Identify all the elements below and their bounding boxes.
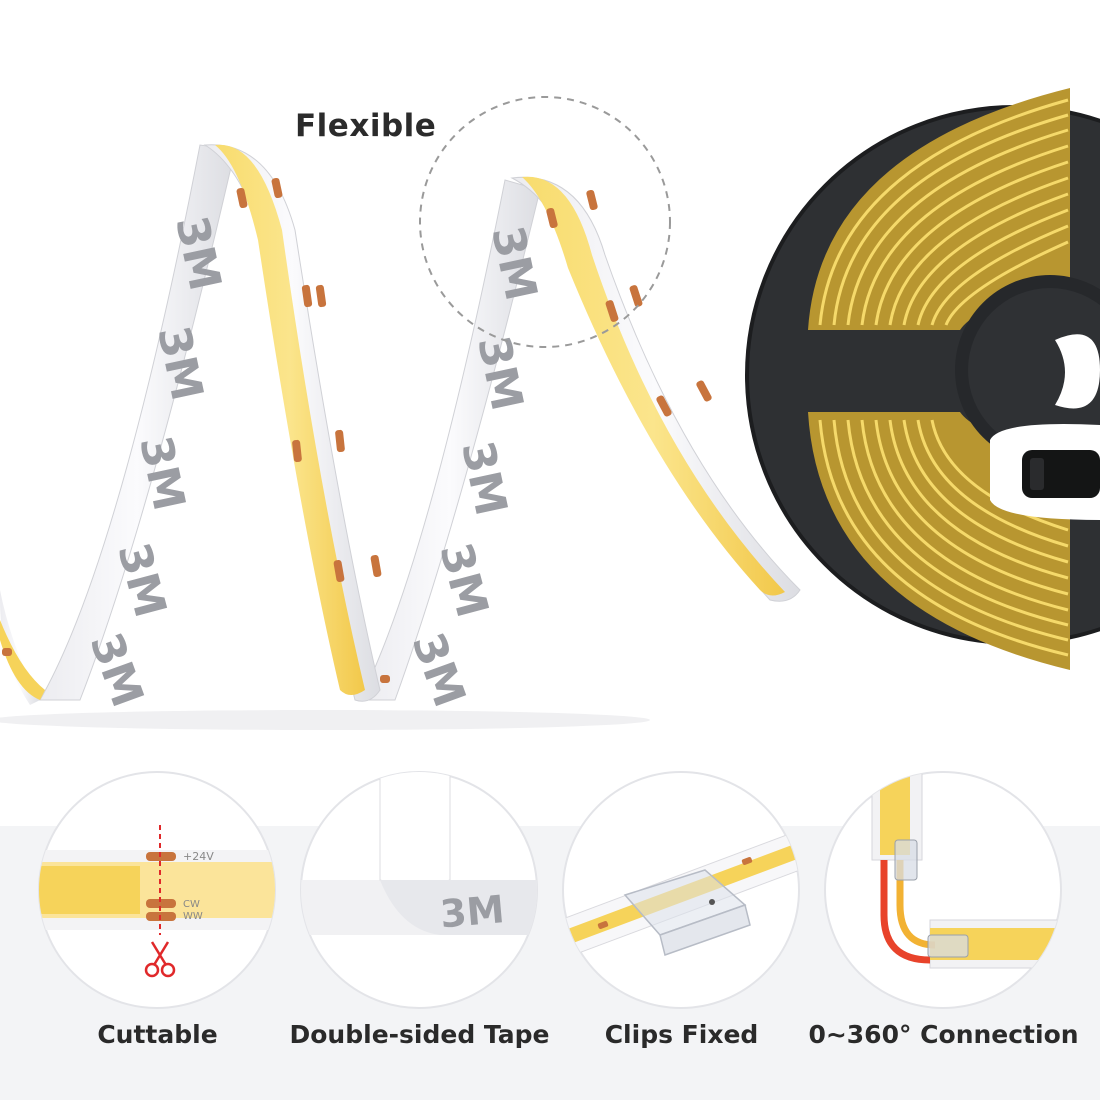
svg-text:3M: 3M: [429, 538, 498, 623]
marking-positive: +24V: [183, 850, 214, 863]
svg-text:3M: 3M: [107, 538, 176, 623]
feature-circle-cuttable: +24V CW WW: [38, 771, 276, 1009]
tape-icon: 3M: [301, 772, 537, 937]
feature-label-connection: 0~360° Connection: [808, 1020, 1079, 1049]
connector-icon: [871, 772, 1061, 969]
scissors-icon: [144, 941, 176, 978]
svg-text:3M: 3M: [402, 626, 475, 713]
feature-label-tape: Double-sided Tape: [289, 1020, 550, 1049]
feature-label-clip: Clips Fixed: [604, 1020, 759, 1049]
svg-text:3M: 3M: [451, 437, 516, 520]
feature-circle-tape: 3M: [300, 771, 538, 1009]
tape-brand-print: 3M: [438, 887, 506, 936]
svg-text:3M: 3M: [80, 626, 153, 713]
led-reel: [745, 88, 1100, 670]
flexible-led-strip: 3M 3M 3M 3M 3M 3M 3M 3M 3M 3M: [0, 144, 801, 714]
feature-label-cuttable: Cuttable: [97, 1020, 218, 1049]
zoom-indicator-circle: [419, 96, 671, 348]
marking-cw: CW: [183, 899, 200, 910]
marking-ww: WW: [183, 911, 203, 922]
hero-title: Flexible: [295, 108, 437, 144]
clip-icon: [563, 829, 799, 961]
feature-circle-clip: [562, 771, 800, 1009]
feature-circle-connection: [824, 771, 1062, 1009]
reel-window-upper: [808, 88, 1070, 330]
